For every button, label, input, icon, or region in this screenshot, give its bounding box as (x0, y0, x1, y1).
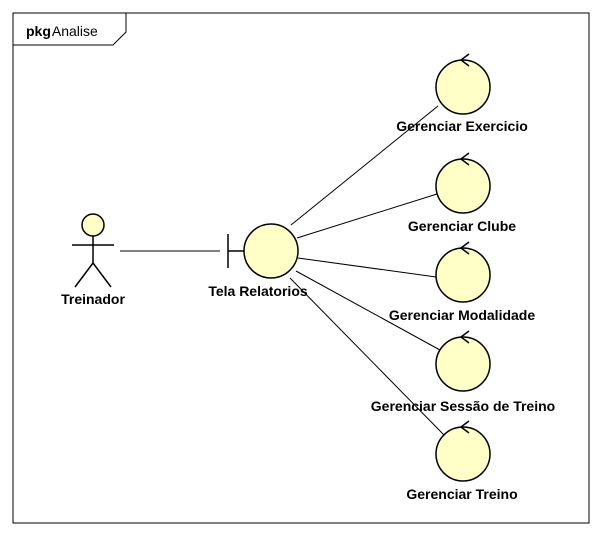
association-exercicio (290, 105, 439, 226)
actor-stick-figure-icon[interactable] (72, 213, 114, 288)
control-icon (435, 420, 491, 482)
control-sessao-de-treino[interactable]: Gerenciar Sessão de Treino (371, 330, 555, 414)
control-clube[interactable]: Gerenciar Clube (408, 152, 516, 234)
actor-label: Treinador (61, 291, 125, 307)
control-label-modalidade: Gerenciar Modalidade (389, 307, 535, 323)
package-frame (12, 12, 590, 524)
control-icon (435, 241, 491, 303)
control-icon (435, 53, 491, 115)
package-title: pkgAnalise (26, 23, 98, 39)
package-name: Analise (52, 23, 98, 39)
boundary-label: Tela Relatorios (208, 283, 308, 299)
association-clube (296, 193, 438, 239)
control-label-treino: Gerenciar Treino (406, 486, 517, 502)
package-tab (13, 13, 127, 46)
control-label-sessao-de-treino: Gerenciar Sessão de Treino (371, 398, 555, 414)
control-treino[interactable]: Gerenciar Treino (406, 420, 518, 502)
association-sessao (295, 270, 441, 351)
control-icon (435, 330, 491, 392)
boundary-icon[interactable] (227, 223, 299, 279)
package-keyword: pkg (26, 23, 51, 39)
control-modalidade[interactable]: Gerenciar Modalidade (389, 241, 535, 323)
association-treino (289, 277, 445, 436)
control-exercicio[interactable]: Gerenciar Exercicio (396, 53, 528, 134)
control-label-exercicio: Gerenciar Exercicio (396, 118, 528, 134)
association-modalidade (297, 257, 437, 278)
control-label-clube: Gerenciar Clube (408, 218, 516, 234)
control-icon (435, 152, 491, 214)
